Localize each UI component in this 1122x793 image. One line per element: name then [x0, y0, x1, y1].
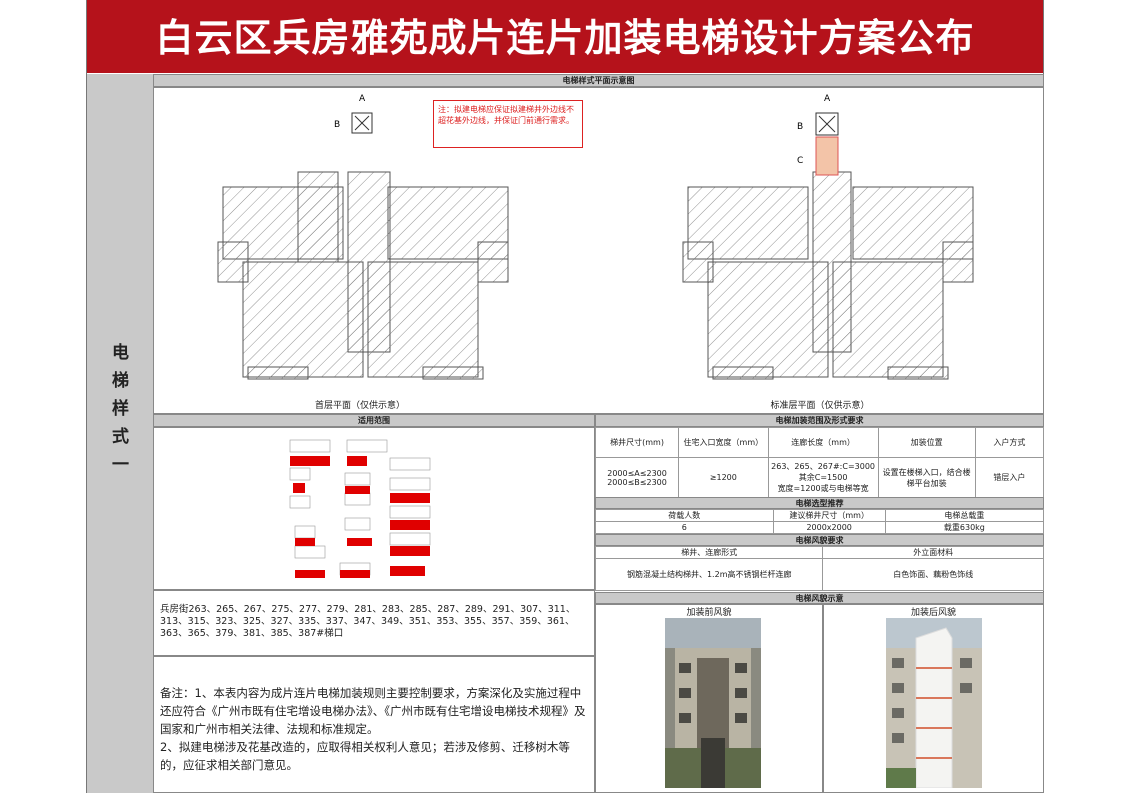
table-cell: 载重630kg: [884, 521, 1045, 534]
column-header: 电梯总载重: [884, 509, 1045, 522]
column-header: 连廊长度（mm）: [767, 427, 879, 458]
style-demo-header: 电梯风貌示意: [595, 592, 1044, 604]
dim-c-label: C: [797, 156, 803, 166]
selection-table: 荷载人数 建议梯井尺寸（mm） 电梯总载重 6 2000x2000 载重630k…: [595, 509, 1045, 534]
requirements-table: 梯井尺寸(mm) 住宅入口宽度（mm） 连廊长度（mm） 加装位置 入户方式 2…: [594, 427, 1045, 498]
style-req-table: 梯井、连廊形式 外立面材料 钢筋混凝土结构梯井、1.2m高不锈钢栏杆连廊 白色饰…: [594, 546, 1044, 591]
sidebar-char: 式: [112, 427, 129, 447]
after-photo: [886, 618, 982, 788]
remark-text: 备注：1、本表内容为成片连片电梯加装规则主要控制要求，方案深化及实施过程中还应符…: [160, 684, 590, 774]
standard-floor-caption: 标准层平面（仅供示意）: [770, 401, 870, 411]
address-text: 兵房街263、265、267、275、277、279、281、283、285、2…: [160, 604, 576, 639]
dim-b-label: B: [334, 120, 340, 130]
scope-map: [153, 427, 595, 590]
table-cell: 设置在楼梯入口，结合楼梯平台加装: [877, 457, 976, 498]
remark-cell: [153, 656, 595, 793]
page-title: 白云区兵房雅苑成片连片加装电梯设计方案公布: [87, 0, 1043, 73]
column-header: 建议梯井尺寸（mm）: [772, 509, 886, 522]
elevator-shaft-left: A B: [334, 94, 373, 134]
table-cell: 钢筋混凝土结构梯井、1.2m高不锈钢栏杆连廊: [594, 558, 824, 591]
dim-a-label: A: [359, 94, 366, 104]
sidebar-char: 电: [112, 343, 129, 363]
remark-line: 2、拟建电梯涉及花基改造的，应取得相关权利人意见；若涉及修剪、迁移树木等的，应征…: [160, 740, 570, 772]
sidebar: 电 梯 样 式 一: [87, 74, 154, 793]
dim-b-label: B: [797, 122, 803, 132]
column-header: 荷载人数: [595, 509, 774, 522]
before-photo: [665, 618, 761, 788]
sidebar-char: 梯: [112, 371, 129, 391]
floor-plans: A B A B C: [217, 94, 974, 380]
plan-header: 电梯样式平面示意图: [153, 74, 1044, 87]
sidebar-label: 电 梯 样 式 一: [87, 339, 154, 479]
column-header: 梯井、连廊形式: [594, 546, 824, 559]
column-header: 入户方式: [974, 427, 1045, 458]
standard-floor-plan: [682, 171, 974, 380]
dim-a-label: A: [824, 94, 831, 104]
column-header: 梯井尺寸(mm): [594, 427, 680, 458]
table-cell: 263、265、267#:C=3000 其余C=1500 宽度=1200或与电梯…: [767, 457, 879, 498]
site-map: [289, 439, 431, 578]
sidebar-char: 样: [112, 399, 129, 419]
table-cell: 错层入户: [974, 457, 1045, 498]
elevator-shaft-right: A B C: [797, 94, 839, 176]
table-cell: 白色饰面、藕粉色饰线: [822, 558, 1044, 591]
selection-header: 电梯选型推荐: [595, 497, 1044, 509]
highlighted-buildings: [290, 456, 430, 578]
column-header: 外立面材料: [822, 546, 1044, 559]
remark-line: 备注：1、本表内容为成片连片电梯加装规则主要控制要求，方案深化及实施过程中还应符…: [160, 686, 586, 736]
ground-floor-caption: 首层平面（仅供示意）: [314, 401, 405, 411]
table-cell: ≥1200: [678, 457, 769, 498]
before-caption: 加装前风貌: [686, 608, 732, 618]
sidebar-char: 一: [112, 455, 129, 475]
address-cell: [153, 590, 595, 656]
style-req-header: 电梯风貌要求: [595, 534, 1044, 546]
plan-note: 注：拟建电梯应保证拟建梯井外边线不超花基外边线，并保证门前通行需求。: [433, 100, 583, 148]
column-header: 加装位置: [877, 427, 976, 458]
requirements-header: 电梯加装范围及形式要求: [595, 414, 1044, 427]
sheet: 白云区兵房雅苑成片连片加装电梯设计方案公布 电 梯 样 式 一: [86, 0, 1044, 793]
scope-header: 适用范围: [153, 414, 595, 427]
column-header: 住宅入口宽度（mm）: [678, 427, 769, 458]
after-caption: 加装后风貌: [910, 608, 956, 618]
ground-floor-plan: [217, 171, 509, 380]
table-cell: 2000≤A≤2300 2000≤B≤2300: [594, 457, 680, 498]
table-cell: 2000x2000: [772, 521, 886, 534]
table-cell: 6: [595, 521, 774, 534]
